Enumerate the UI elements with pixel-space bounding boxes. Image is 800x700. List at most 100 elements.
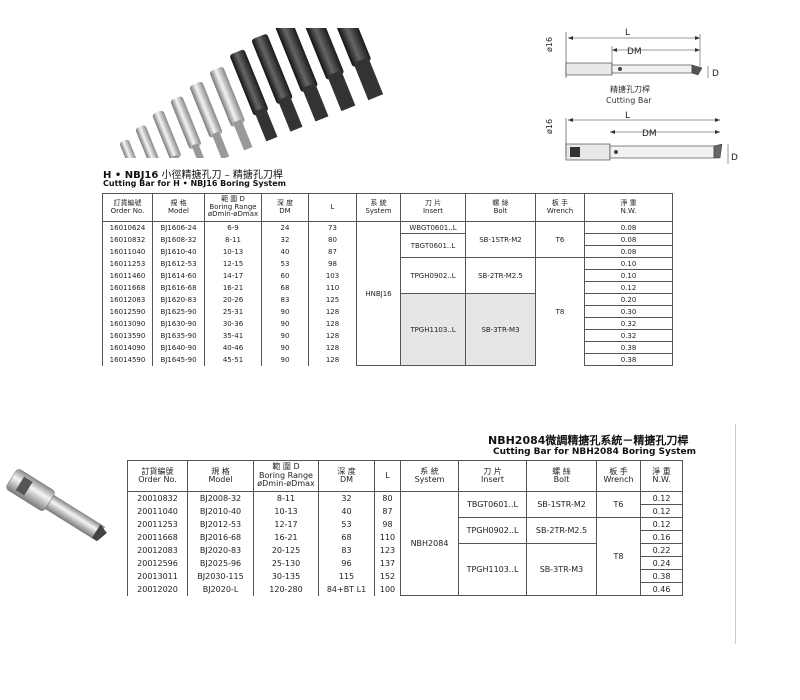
cell-order: 16014590 <box>102 353 153 366</box>
cell-range: 16-21 <box>253 530 319 544</box>
cell-dm: 90 <box>261 353 309 366</box>
cell-order: 16011253 <box>102 257 153 270</box>
cell-model: BJ2016-68 <box>187 530 254 544</box>
cell-wrench: T8 <box>535 257 585 366</box>
dim-l-label: L <box>625 28 630 38</box>
nbh2084-bar-photo <box>6 469 107 542</box>
table-row: 16011040 BJ1610-40 10-13 40 87 0.08 <box>102 245 673 258</box>
cell-bolt: SB-3TR-M3 <box>465 293 536 366</box>
cell-nw: 0.16 <box>640 530 683 544</box>
cutting-bar-drawing-top: ø16 L DM D <box>545 28 719 79</box>
cell-model: BJ1614-60 <box>152 269 205 282</box>
cell-l: 110 <box>374 530 401 544</box>
table-row: 20011253 BJ2012-53 12-17 53 98 TPGH0902.… <box>127 517 683 596</box>
dim-d16-label-2: ø16 <box>545 119 554 134</box>
cell-range: 10-13 <box>253 504 319 518</box>
cell-range: 25-130 <box>253 556 319 570</box>
cell-order: 20013011 <box>127 569 188 583</box>
table-row: 16012590 BJ1625-90 25-31 90 128 0.30 <box>102 305 673 318</box>
cell-wrench: T6 <box>535 221 585 258</box>
drawing-caption-en: Cutting Bar <box>606 96 652 105</box>
cell-nw: 0.08 <box>584 221 673 234</box>
cell-wrench: T6 <box>596 491 641 518</box>
table1-title-zh: H • NBJ16 小徑精搪孔刀 – 精搪孔刀桿 <box>103 166 283 181</box>
cell-l: 87 <box>308 245 357 258</box>
cell-range: 45-51 <box>204 353 262 366</box>
header-l: L <box>308 193 357 222</box>
cell-nw: 0.12 <box>640 517 683 531</box>
table-row: 20011668 BJ2016-68 16-21 68 110 0.16 <box>127 530 683 544</box>
cell-l: 103 <box>308 269 357 282</box>
cell-order: 20010832 <box>127 491 188 505</box>
cell-model: BJ1635-90 <box>152 329 205 342</box>
cell-order: 20012020 <box>127 582 188 596</box>
cell-insert: TPGH1103..L <box>400 293 466 366</box>
cell-insert: TBGT0601..L <box>400 233 466 258</box>
cell-range: 8-11 <box>204 233 262 246</box>
cell-l: 98 <box>308 257 357 270</box>
table-row: 20012020 BJ2020-L 120-280 84+BT L1 100 0… <box>127 582 683 596</box>
cell-bolt: SB-3TR-M3 <box>526 543 597 596</box>
cell-model: BJ1610-40 <box>152 245 205 258</box>
cell-l: 87 <box>374 504 401 518</box>
cell-range: 120-280 <box>253 582 319 596</box>
cell-model: BJ1608-32 <box>152 233 205 246</box>
cell-range: 20-125 <box>253 543 319 557</box>
cell-l: 123 <box>374 543 401 557</box>
cell-model: BJ1640-90 <box>152 341 205 354</box>
cell-range: 8-11 <box>253 491 319 505</box>
table1-title-en: Cutting Bar for H • NBJ16 Boring System <box>103 179 286 188</box>
cell-insert: TPGH0902..L <box>400 257 466 294</box>
cell-dm: 40 <box>261 245 309 258</box>
table-row: 16011668 BJ1616-68 16-21 68 110 0.12 <box>102 281 673 294</box>
cell-nw: 0.10 <box>584 257 673 270</box>
cell-nw: 0.10 <box>584 269 673 282</box>
cell-order: 20011253 <box>127 517 188 531</box>
cell-dm: 90 <box>261 305 309 318</box>
cell-model: BJ2020-L <box>187 582 254 596</box>
cell-bolt: SB-2TR-M2.5 <box>465 257 536 294</box>
cell-bolt: SB-1STR-M2 <box>526 491 597 518</box>
cell-nw: 0.30 <box>584 305 673 318</box>
cell-nw: 0.12 <box>640 491 683 505</box>
dim-l-label-2: L <box>625 111 630 121</box>
page-divider <box>735 424 736 644</box>
cell-nw: 0.12 <box>584 281 673 294</box>
cell-model: BJ1625-90 <box>152 305 205 318</box>
table-row: 20012083 BJ2020-83 20-125 83 123 TPGH110… <box>127 543 683 596</box>
drawing-caption-zh: 精搪孔刀桿 <box>610 85 650 94</box>
cell-dm: 32 <box>318 491 375 505</box>
cell-range: 16-21 <box>204 281 262 294</box>
cell-l: 128 <box>308 329 357 342</box>
cell-nw: 0.20 <box>584 293 673 306</box>
cell-order: 16010832 <box>102 233 153 246</box>
cell-order: 16013590 <box>102 329 153 342</box>
cell-range: 25-31 <box>204 305 262 318</box>
cell-range: 40-46 <box>204 341 262 354</box>
cell-dm: 24 <box>261 221 309 234</box>
table-row: 16012083 BJ1620-83 20-26 83 125 TPGH1103… <box>102 293 673 366</box>
cell-order: 16012590 <box>102 305 153 318</box>
cell-insert: TPGH0902..L <box>458 517 527 544</box>
cell-range: 30-135 <box>253 569 319 583</box>
cell-l: 100 <box>374 582 401 596</box>
cell-nw: 0.08 <box>584 245 673 258</box>
cell-dm: 68 <box>318 530 375 544</box>
cell-l: 128 <box>308 353 357 366</box>
table2-title-zh: NBH2084微調精搪孔系統－精搪孔刀桿 <box>488 434 689 447</box>
cell-insert: TPGH1103..L <box>458 543 527 596</box>
cell-nw: 0.12 <box>640 504 683 518</box>
cell-model: BJ1630-90 <box>152 317 205 330</box>
cell-model: BJ1612-53 <box>152 257 205 270</box>
table-row: 20010832 BJ2008-32 8-11 32 80 NBH2084 TB… <box>127 491 683 596</box>
